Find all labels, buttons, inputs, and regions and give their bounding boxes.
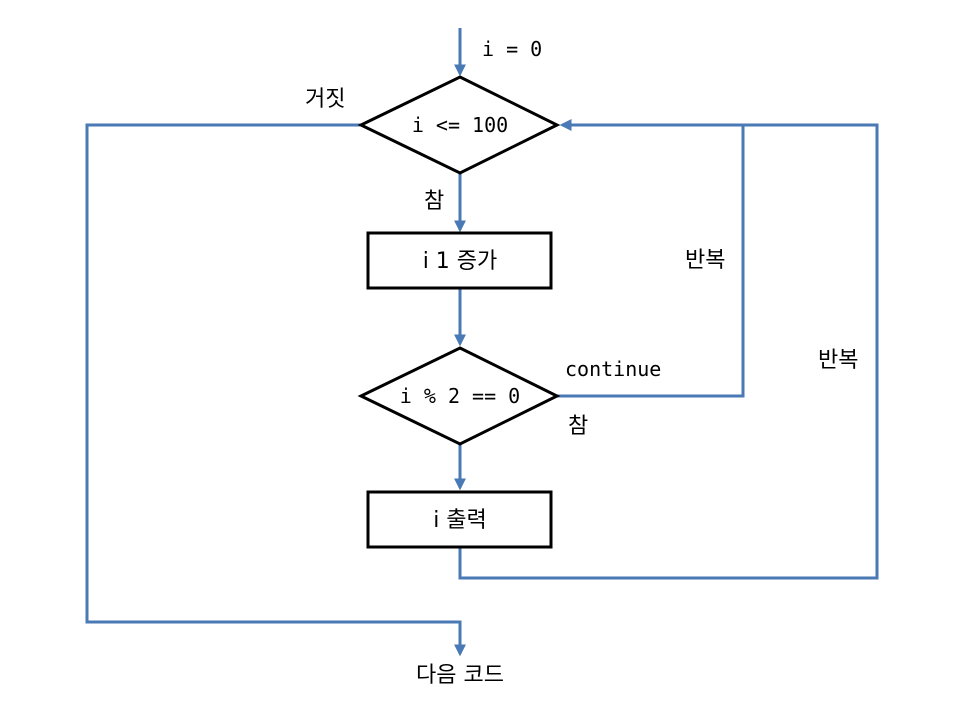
- continue-label: continue: [565, 357, 661, 381]
- increment-label: i 1 증가: [423, 249, 498, 274]
- repeat-outer-label: 반복: [818, 348, 858, 373]
- false-label: 거짓: [305, 87, 345, 112]
- modulo-diamond: [357, 346, 561, 446]
- modulo-label: i % 2 == 0: [400, 384, 520, 408]
- repeat-inner-label: 반복: [685, 248, 725, 273]
- true-condition-label: 참: [424, 189, 444, 214]
- edge-continue-loop: [557, 119, 745, 398]
- init-label: i = 0: [482, 37, 542, 61]
- edge-repeat-loop: [458, 123, 879, 580]
- edge-false-exit: [85, 123, 466, 657]
- print-box: [366, 490, 553, 549]
- next-code-label: 다음 코드: [416, 663, 504, 688]
- increment-box: [366, 231, 553, 290]
- true-modulo-label: 참: [568, 414, 588, 439]
- condition-label: i <= 100: [412, 113, 508, 137]
- print-label: i 출력: [433, 508, 487, 533]
- condition-diamond: [357, 75, 561, 175]
